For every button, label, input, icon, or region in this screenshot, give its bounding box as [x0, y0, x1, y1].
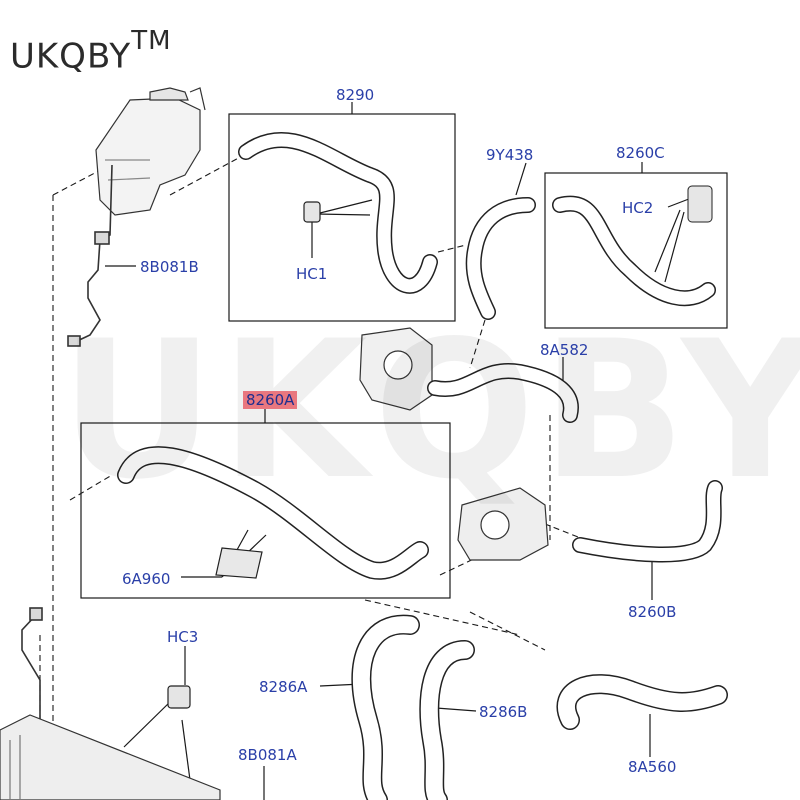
group-box-8260C: [544, 172, 728, 329]
label-8260B: 8260B: [628, 603, 677, 621]
hose-8260C: [552, 185, 716, 307]
sensor-harness-8B081B: [67, 164, 113, 347]
brand-trademark: TM: [131, 26, 172, 56]
hose-8A560: [556, 674, 728, 730]
hose-8286A: [351, 614, 420, 800]
bracket-6A960: [215, 547, 263, 579]
label-8260A: 8260A: [243, 391, 298, 409]
label-8A560: 8A560: [628, 758, 677, 776]
water-pump: [359, 327, 433, 411]
hose-8260A: [117, 446, 429, 580]
sensor-harness-8B081A: [21, 607, 43, 720]
hose-8286B: [419, 640, 475, 800]
label-8260C: 8260C: [616, 144, 665, 162]
thermostat-housing: [457, 487, 549, 561]
label-HC2: HC2: [622, 199, 654, 217]
hose-8290: [238, 132, 438, 294]
hose-9Y438: [465, 197, 536, 320]
hose-8A582: [427, 362, 579, 423]
label-8286B: 8286B: [479, 703, 528, 721]
label-HC3: HC3: [167, 628, 199, 646]
watermark: UKQBY: [60, 300, 800, 521]
radiator: [0, 714, 221, 800]
label-8286A: 8286A: [259, 678, 308, 696]
clip-hc1: [303, 201, 321, 223]
coolant-reservoir: [95, 87, 206, 216]
label-8B081B: 8B081B: [140, 258, 199, 276]
label-8290: 8290: [336, 86, 375, 104]
group-box-8290: [228, 113, 456, 322]
label-6A960: 6A960: [122, 570, 171, 588]
brand-name: UKQBY: [10, 36, 132, 77]
hose-8260B: [572, 480, 723, 563]
label-8B081A: 8B081A: [238, 746, 297, 764]
brand-logo: UKQBYTM: [10, 26, 172, 77]
label-8A582: 8A582: [540, 341, 589, 359]
clip-hc3: [167, 685, 191, 709]
label-9Y438: 9Y438: [486, 146, 534, 164]
label-HC1: HC1: [296, 265, 328, 283]
